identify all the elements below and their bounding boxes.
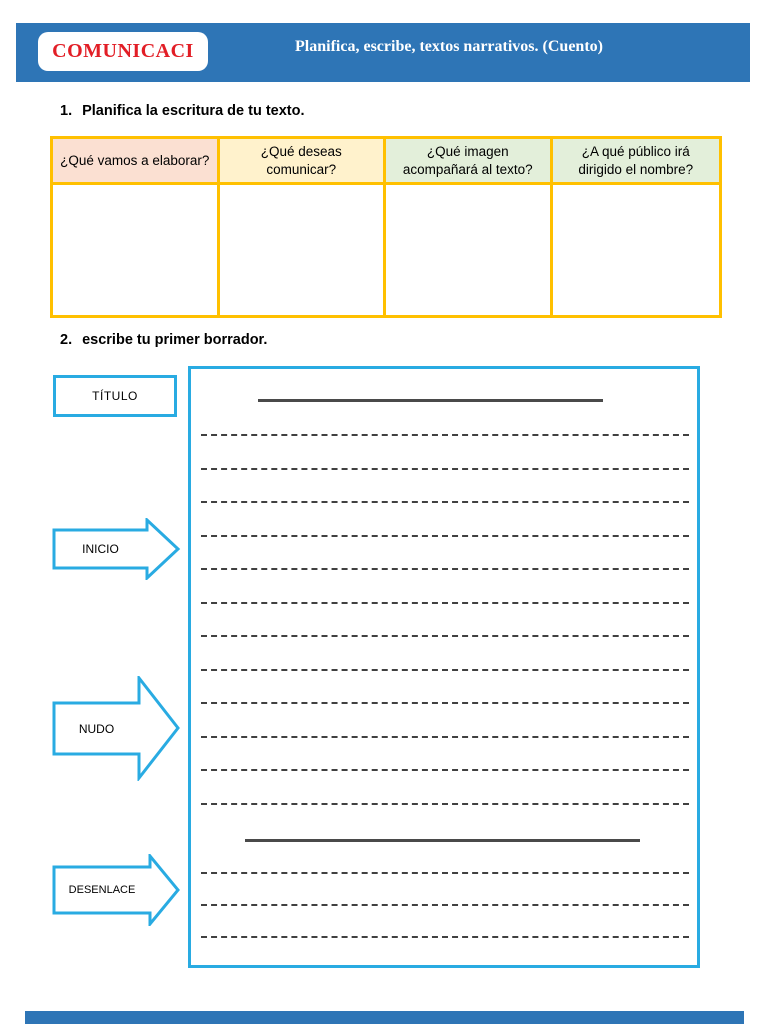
step2-number: 2. xyxy=(60,332,73,348)
planner-header-elaborar: ¿Qué vamos a elaborar? xyxy=(53,139,220,185)
step1-text: Planifica la escritura de tu texto. xyxy=(82,103,305,119)
footer-bar xyxy=(25,1011,744,1024)
draft-writing-box xyxy=(188,366,700,968)
desenlace-label: DESENLACE xyxy=(68,884,136,896)
step1-number: 1. xyxy=(60,103,73,119)
nudo-arrow: NUDO xyxy=(52,676,182,781)
step1-heading: 1. Planifica la escritura de tu texto. xyxy=(60,103,305,119)
planner-cell-empty xyxy=(53,185,220,315)
planner-cell-empty xyxy=(219,185,386,315)
writing-line xyxy=(201,568,689,570)
title-writing-line xyxy=(258,399,603,402)
writing-line xyxy=(201,467,689,470)
planner-header-publico: ¿A qué público irá dirigido el nombre? xyxy=(552,139,719,185)
writing-line xyxy=(201,534,689,537)
planner-table: ¿Qué vamos a elaborar? ¿Qué deseas comun… xyxy=(50,136,722,318)
writing-line xyxy=(201,936,689,938)
ending-writing-line xyxy=(245,839,640,842)
subject-badge: COMUNICACI xyxy=(38,32,208,71)
writing-line xyxy=(201,668,689,671)
right-arrow-icon xyxy=(52,676,180,781)
planner-cell-empty xyxy=(552,185,719,315)
titulo-label: TÍTULO xyxy=(92,389,138,403)
desenlace-arrow: DESENLACE xyxy=(52,854,182,926)
planner-cell-empty xyxy=(386,185,553,315)
page-title: Planifica, escribe, textos narrativos. (… xyxy=(295,38,603,55)
planner-header-comunicar-label: ¿Qué deseas comunicar? xyxy=(260,143,342,177)
header-bar: COMUNICACI Planifica, escribe, textos na… xyxy=(16,23,750,82)
right-arrow-icon xyxy=(52,518,181,580)
subject-badge-label: COMUNICACI xyxy=(52,40,194,62)
writing-line xyxy=(201,872,689,874)
writing-line xyxy=(201,702,689,704)
nudo-label: NUDO xyxy=(78,721,115,736)
planner-header-imagen-label: ¿Qué imagen acompañará al texto? xyxy=(402,143,533,177)
writing-line xyxy=(201,802,689,805)
planner-header-comunicar: ¿Qué deseas comunicar? xyxy=(219,139,386,185)
planner-header-publico-label: ¿A qué público irá dirigido el nombre? xyxy=(578,143,694,177)
planner-header-imagen: ¿Qué imagen acompañará al texto? xyxy=(386,139,553,185)
right-arrow-icon xyxy=(52,854,180,926)
step2-text: escribe tu primer borrador. xyxy=(82,332,268,348)
writing-line xyxy=(201,769,689,771)
titulo-label-box: TÍTULO xyxy=(53,375,177,417)
writing-line xyxy=(201,601,689,604)
writing-line xyxy=(201,635,689,637)
planner-header-elaborar-label: ¿Qué vamos a elaborar? xyxy=(60,152,210,168)
writing-line xyxy=(201,434,689,436)
inicio-arrow: INICIO xyxy=(52,518,182,580)
step2-heading: 2. escribe tu primer borrador. xyxy=(60,332,267,348)
inicio-label: INICIO xyxy=(82,542,119,556)
writing-line xyxy=(201,735,689,738)
writing-line xyxy=(201,501,689,503)
writing-line xyxy=(201,904,689,906)
